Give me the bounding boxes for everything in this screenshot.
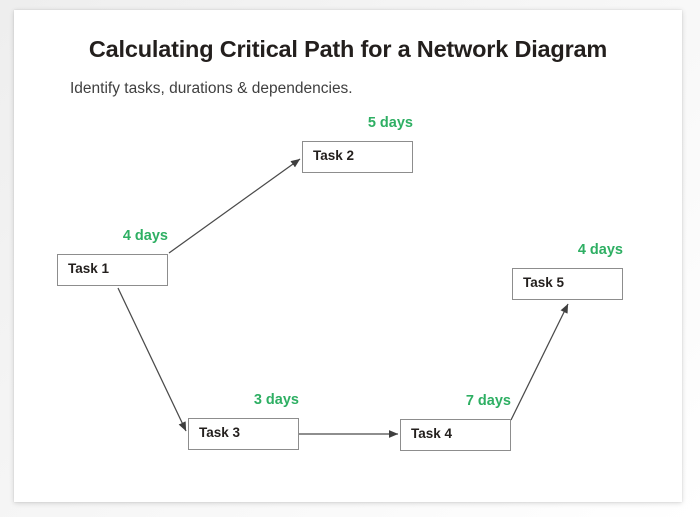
task-box-task2[interactable] — [302, 141, 413, 173]
duration-label-task4: 7 days — [465, 393, 511, 409]
page-title: Calculating Critical Path for a Network … — [88, 36, 608, 62]
task-label-task1: Task 1 — [68, 261, 110, 276]
network-diagram: 4 days Task 1 5 days Task 2 3 days Task … — [14, 10, 682, 502]
duration-label-task3: 3 days — [253, 392, 299, 408]
edge-task1-to-task2 — [168, 158, 301, 254]
task-box-task3[interactable] — [188, 418, 299, 450]
page-subtitle: Identify tasks, durations & dependencies… — [70, 80, 353, 97]
edge-task4-to-task5 — [510, 303, 569, 421]
task-label-task2: Task 2 — [313, 148, 355, 163]
task-box-task4[interactable] — [400, 419, 511, 451]
task-label-task4: Task 4 — [411, 426, 453, 441]
task-box-task5[interactable] — [512, 268, 623, 300]
task-label-task5: Task 5 — [523, 275, 565, 290]
edge-task1-to-task3 — [117, 287, 187, 432]
arrow-layer — [117, 158, 569, 438]
task-label-task3: Task 3 — [199, 425, 241, 440]
duration-label-task1: 4 days — [122, 228, 168, 244]
duration-label-task2: 5 days — [367, 115, 413, 131]
duration-label-task5: 4 days — [577, 242, 623, 258]
slide-canvas: Calculating Critical Path for a Network … — [14, 10, 682, 502]
task-box-task1[interactable] — [57, 254, 168, 286]
